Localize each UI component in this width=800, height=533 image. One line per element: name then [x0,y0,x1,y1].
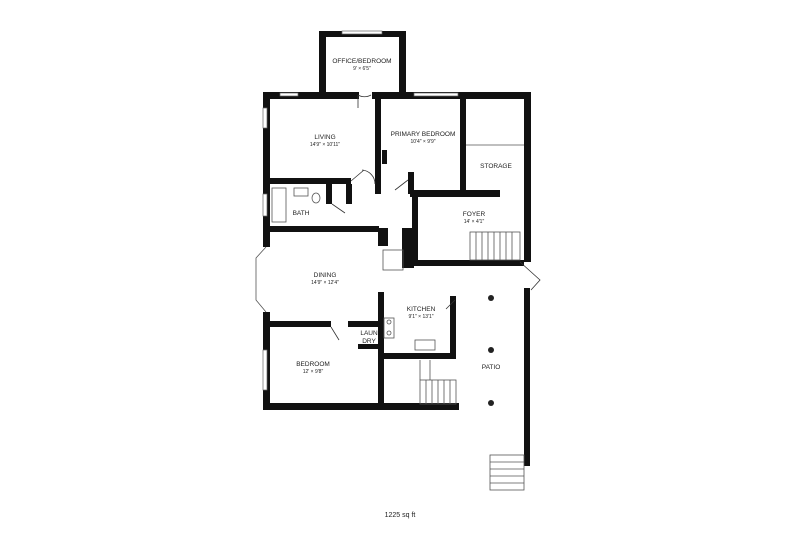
living-dims: 14'9" × 10'11" [310,142,340,148]
storage-name: STORAGE [480,163,512,170]
bath-name: BATH [293,210,310,217]
room-labels: OFFICE/BEDROOM 9' × 6'5" LIVING 14'9" × … [293,58,513,375]
foyer-dims: 14' × 4'1" [464,219,485,225]
fixtures [271,144,524,406]
laundry-name-2: DRY [362,338,376,345]
dining-dims: 14'9" × 12'4" [311,280,339,286]
dining-name: DINING [314,272,337,279]
total-area: 1225 sq ft [385,512,416,519]
office-dims: 9' × 6'5" [353,66,371,72]
kitchen-dims: 9'1" × 13'1" [408,314,433,320]
office-name: OFFICE/BEDROOM [332,58,391,65]
bedroom-name: BEDROOM [296,361,330,368]
stairs [419,231,525,491]
primary-name: PRIMARY BEDROOM [391,131,456,138]
living-name: LIVING [314,134,335,141]
doors [330,94,541,341]
primary-dims: 10'4" × 9'9" [410,139,435,145]
laundry-name-1: LAUN [360,330,378,337]
patio-name: PATIO [482,364,501,371]
foyer-name: FOYER [463,211,486,218]
kitchen-name: KITCHEN [407,306,436,313]
windows [255,30,459,391]
bedroom-dims: 12' × 9'8" [303,369,324,375]
